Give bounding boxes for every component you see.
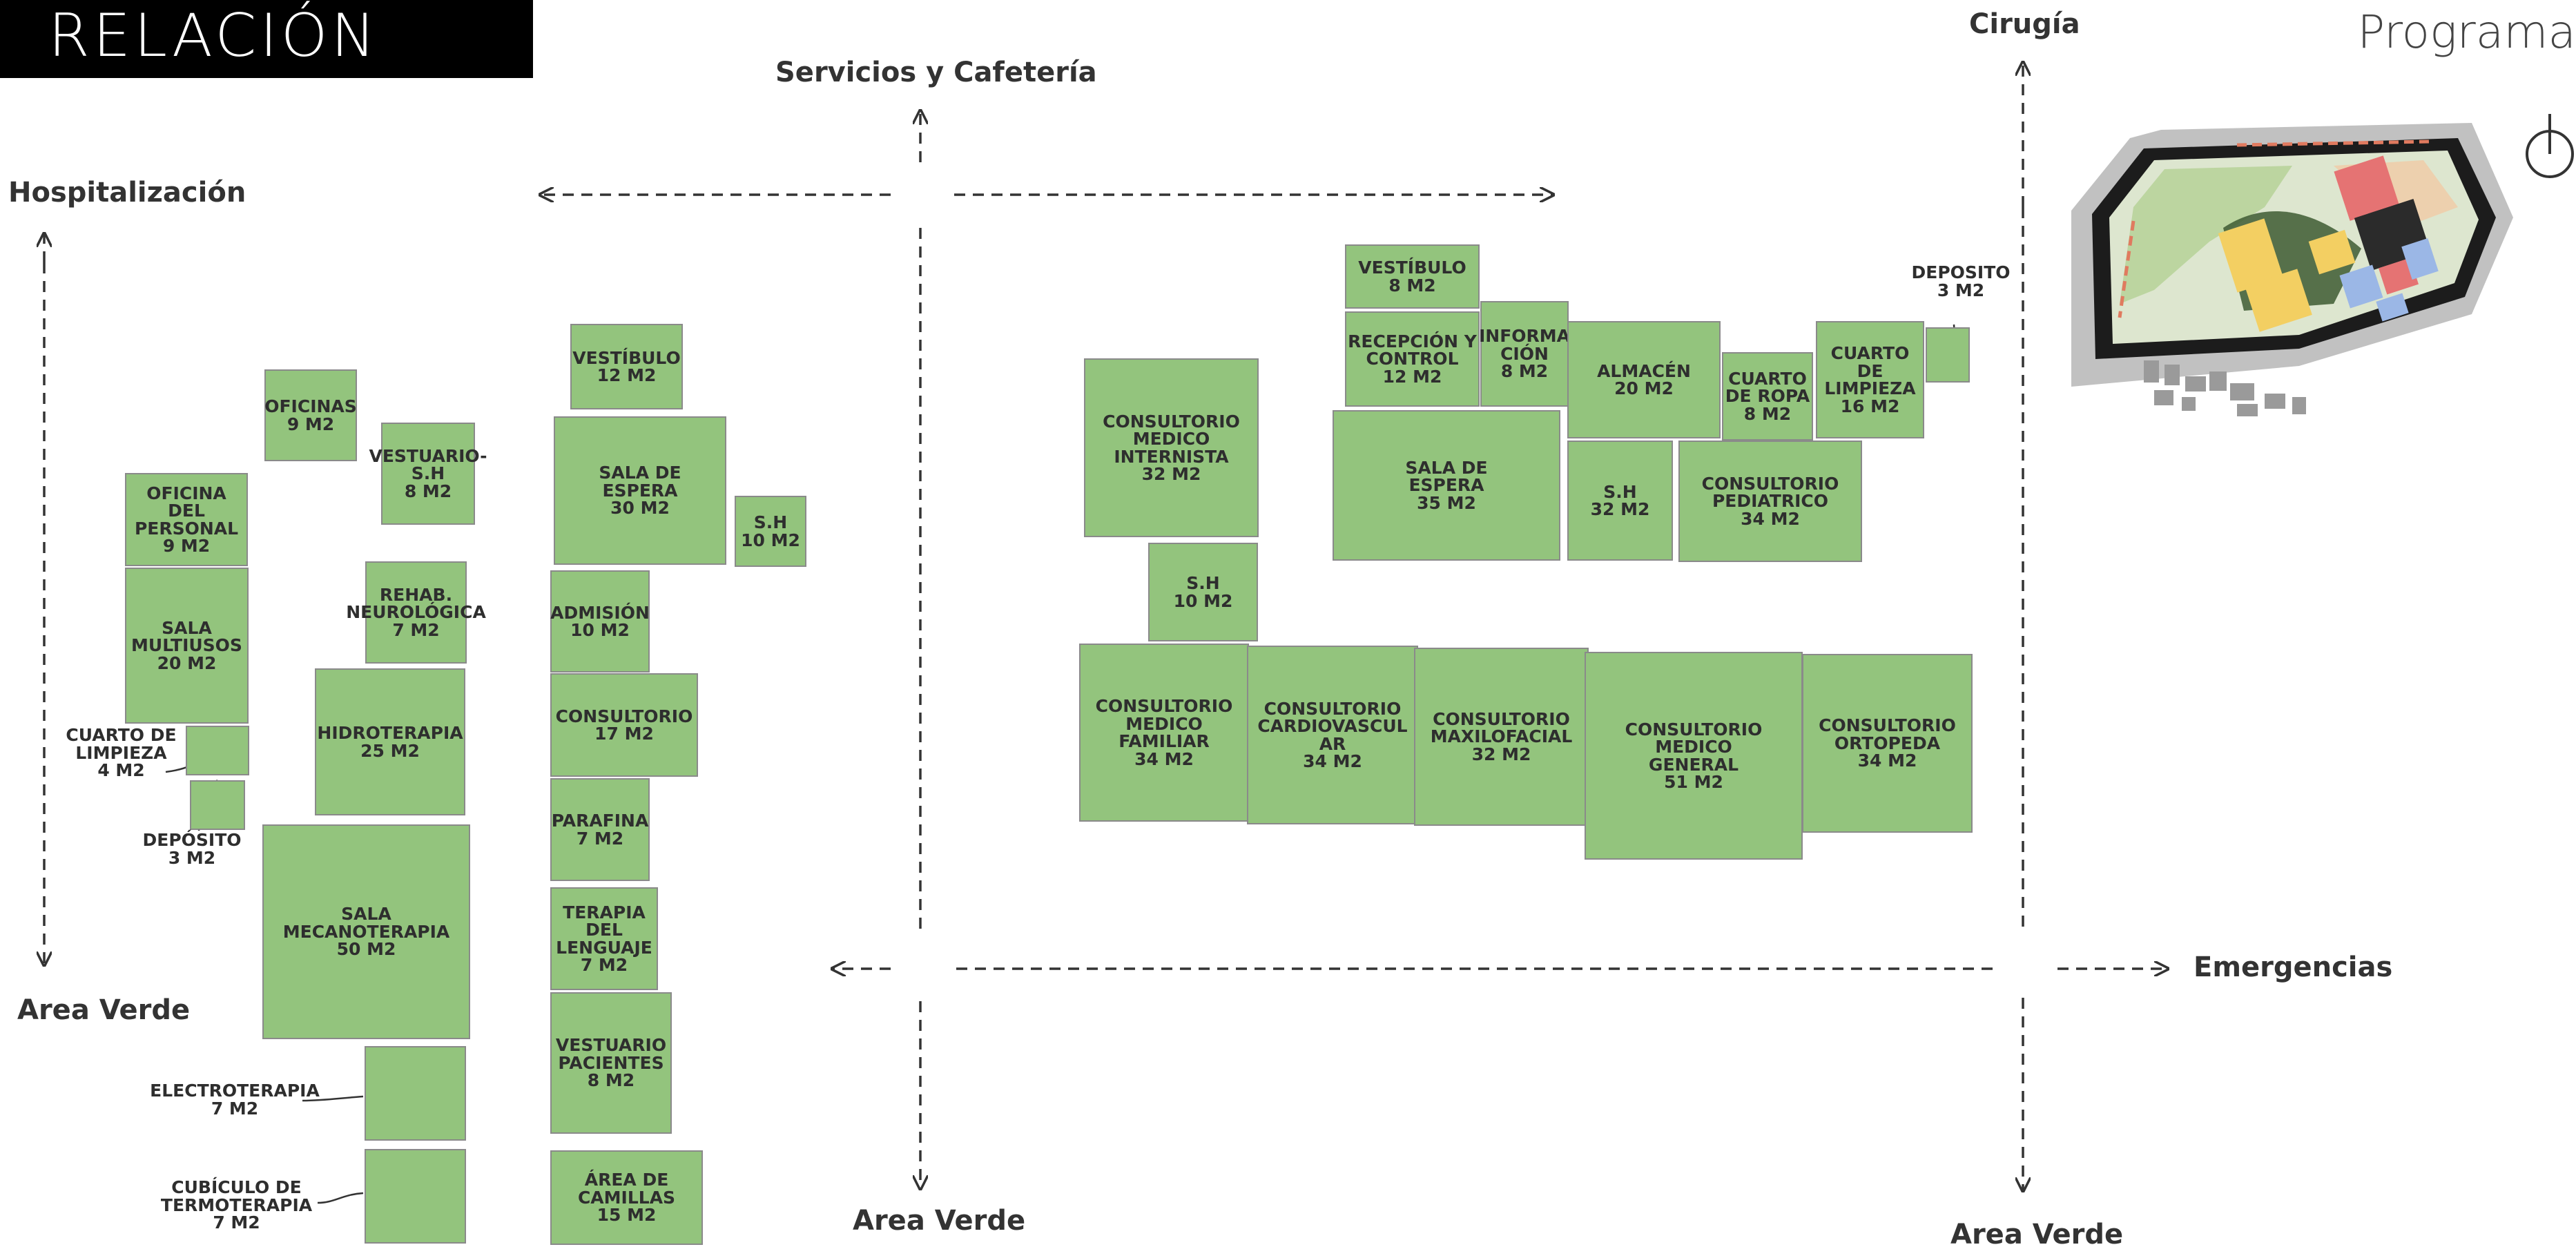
room-parafina: PARAFINA 7 M2 <box>550 778 650 881</box>
label-deposito-b: DEPOSITO 3 M2 <box>1911 262 2011 300</box>
room-cons-general: CONSULTORIO MEDICO GENERAL 51 M2 <box>1585 652 1803 860</box>
room-cuarto-limpieza-a <box>186 726 249 775</box>
room-informacion: INFORMA CIÓN 8 M2 <box>1479 301 1570 407</box>
room-vestibulo-b: VESTÍBULO 8 M2 <box>1345 244 1480 309</box>
north-arrow-icon <box>2526 114 2574 178</box>
room-vestuario-sh: VESTUARIO- S.H 8 M2 <box>369 423 487 525</box>
label-cuarto-limpieza-a: CUARTO DE LIMPIEZA 4 M2 <box>66 725 177 780</box>
room-rehab-neurologica: REHAB. NEUROLÓGICA 7 M2 <box>346 561 486 664</box>
area-verde-mid-label: Area Verde <box>853 1205 1026 1237</box>
cirugia-label: Cirugía <box>1969 8 2080 40</box>
leader-termoterapia <box>317 1192 364 1204</box>
room-deposito-a <box>190 780 245 830</box>
room-cuarto-ropa: CUARTO DE ROPA 8 M2 <box>1722 352 1813 441</box>
room-sala-mecanoterapia: SALA MECANOTERAPIA 50 M2 <box>262 824 470 1039</box>
label-deposito-a: DEPÓSITO 3 M2 <box>142 830 242 868</box>
room-terapia-lenguaje: TERAPIA DEL LENGUAJE 7 M2 <box>550 887 658 990</box>
servicios-label: Servicios y Cafetería <box>775 57 1097 88</box>
room-cuarto-limpieza-b: CUARTO DE LIMPIEZA 16 M2 <box>1816 321 1924 438</box>
room-deposito-b <box>1926 327 1970 383</box>
room-cons-pediatrico: CONSULTORIO PEDIATRICO 34 M2 <box>1678 441 1862 562</box>
room-consultorio-a: CONSULTORIO 17 M2 <box>550 673 698 777</box>
page-title: RELACIÓN <box>48 1 379 70</box>
room-cons-ortopeda: CONSULTORIO ORTOPEDA 34 M2 <box>1802 654 1973 833</box>
room-sh-a: S.H 10 M2 <box>735 496 806 567</box>
title-bar: RELACIÓN <box>0 0 533 78</box>
room-cons-familiar: CONSULTORIO MEDICO FAMILIAR 34 M2 <box>1079 644 1249 822</box>
room-area-camillas: ÁREA DE CAMILLAS 15 M2 <box>550 1150 703 1245</box>
leader-electroterapia <box>302 1095 364 1102</box>
room-oficina-personal: OFICINA DEL PERSONAL 9 M2 <box>125 473 248 566</box>
room-admision: ADMISIÓN 10 M2 <box>550 570 650 673</box>
room-sh-b: S.H 32 M2 <box>1567 441 1673 561</box>
room-electroterapia <box>365 1046 466 1141</box>
room-sala-multiusos: SALA MULTIUSOS 20 M2 <box>125 568 249 724</box>
emergencias-label: Emergencias <box>2194 951 2393 983</box>
room-sala-espera-a: SALA DE ESPERA 30 M2 <box>554 416 726 565</box>
room-cons-internista: CONSULTORIO MEDICO INTERNISTA 32 M2 <box>1084 358 1259 537</box>
label-electroterapia: ELECTROTERAPIA 7 M2 <box>150 1081 320 1119</box>
room-almacen: ALMACÉN 20 M2 <box>1567 321 1721 438</box>
room-vestibulo-a: VESTÍBULO 12 M2 <box>570 324 683 409</box>
label-termoterapia: CUBÍCULO DE TERMOTERAPIA 7 M2 <box>160 1177 313 1232</box>
room-hidroterapia: HIDROTERAPIA 25 M2 <box>315 668 465 815</box>
room-vestuario-pacientes: VESTUARIO PACIENTES 8 M2 <box>550 992 672 1134</box>
area-verde-right-label: Area Verde <box>1950 1219 2124 1247</box>
room-sh-c: S.H 10 M2 <box>1148 543 1258 641</box>
room-recepcion: RECEPCIÓN Y CONTROL 12 M2 <box>1345 311 1480 407</box>
area-verde-left-label: Area Verde <box>17 994 191 1026</box>
room-cons-cardiovascular: CONSULTORIO CARDIOVASCUL AR 34 M2 <box>1247 646 1418 824</box>
site-plan-map <box>2071 123 2513 416</box>
room-oficinas: OFICINAS 9 M2 <box>264 369 357 461</box>
room-termoterapia <box>365 1149 466 1244</box>
section-subtitle: Programa <box>2357 6 2576 59</box>
hospitalizacion-label: Hospitalización <box>8 177 246 209</box>
room-cons-maxilofacial: CONSULTORIO MAXILOFACIAL 32 M2 <box>1414 648 1589 826</box>
room-sala-espera-b: SALA DE ESPERA 35 M2 <box>1333 410 1560 561</box>
